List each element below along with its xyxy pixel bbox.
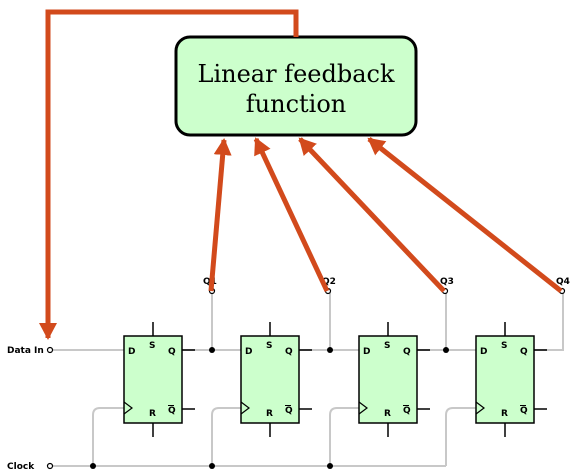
tap-arrow-q2 xyxy=(253,137,330,293)
clock-label: Clock xyxy=(7,462,35,472)
q2-label: Q2 xyxy=(322,277,336,287)
pin-d: D xyxy=(363,347,370,357)
pin-d: D xyxy=(245,347,252,357)
pin-q: Q xyxy=(520,347,528,357)
flip-flop-body xyxy=(358,335,418,424)
pin-qbar: Q xyxy=(520,406,528,416)
pin-s: S xyxy=(384,341,390,351)
clock-triangle xyxy=(358,401,368,415)
pin-q: Q xyxy=(168,347,176,357)
pin-r: R xyxy=(384,409,391,419)
pin-q: Q xyxy=(285,347,293,357)
data-in-label: Data In xyxy=(7,346,44,356)
junction-dots xyxy=(90,347,449,469)
junction-dot xyxy=(90,463,96,469)
junction-dot xyxy=(209,347,215,353)
pin-d: D xyxy=(480,347,487,357)
pin-s: S xyxy=(149,341,155,351)
feedback-function-box: Linear feedback function xyxy=(174,35,418,137)
feedback-return-arrow xyxy=(39,9,299,340)
pin-s: S xyxy=(266,341,272,351)
feedback-arrows xyxy=(39,9,563,340)
clock-triangle xyxy=(123,401,133,415)
flip-flop-3: D S Q R Q xyxy=(358,322,430,437)
tap-arrow-q3 xyxy=(298,137,446,293)
tap-arrow-q4 xyxy=(367,137,563,293)
flip-flop-2: D S Q R Q xyxy=(240,322,312,437)
q3-label: Q3 xyxy=(440,277,454,287)
pin-qbar: Q xyxy=(168,406,176,416)
flip-flop-body xyxy=(240,335,300,424)
flip-flop-4: D S Q R Q xyxy=(475,322,547,437)
junction-dot xyxy=(443,347,449,353)
data-in-terminal xyxy=(46,346,54,354)
q4-label: Q4 xyxy=(556,277,570,287)
flip-flop-1: D S Q R Q xyxy=(123,322,195,437)
pin-s: S xyxy=(501,341,507,351)
junction-dot xyxy=(327,463,333,469)
junction-dot xyxy=(209,463,215,469)
pin-r: R xyxy=(501,409,508,419)
pin-qbar: Q xyxy=(285,406,293,416)
pin-r: R xyxy=(149,409,156,419)
pin-r: R xyxy=(266,409,273,419)
flip-flop-body xyxy=(123,335,183,424)
junction-dot xyxy=(327,347,333,353)
flip-flop-body xyxy=(475,335,535,424)
pin-q: Q xyxy=(403,347,411,357)
clock-triangle xyxy=(240,401,250,415)
terminals xyxy=(46,287,566,470)
feedback-label-line2: function xyxy=(246,90,346,118)
tap-arrow-q1 xyxy=(208,138,232,292)
feedback-label-line1: Linear feedback xyxy=(198,60,395,88)
clock-terminal xyxy=(46,462,54,470)
clock-triangle xyxy=(475,401,485,415)
pin-qbar: Q xyxy=(403,406,411,416)
pin-d: D xyxy=(128,347,135,357)
